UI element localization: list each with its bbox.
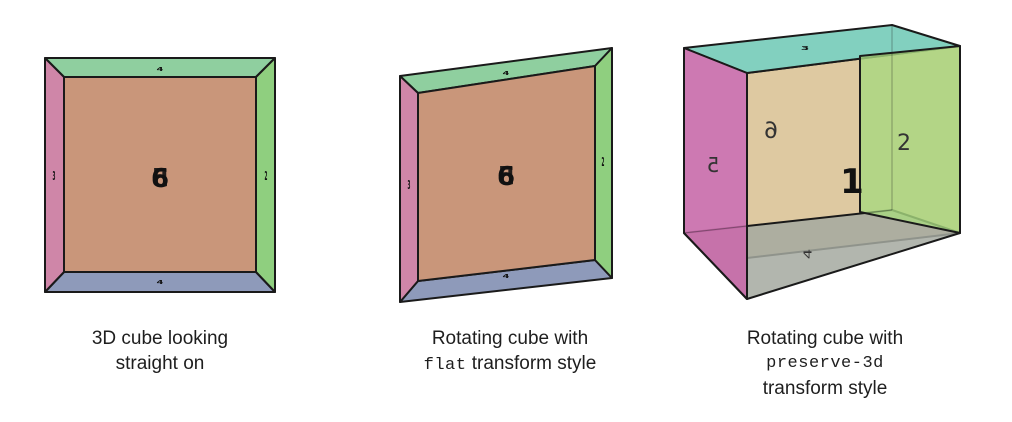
face-label-top: 3 [801, 45, 809, 51]
caption-line: Rotating cube with [746, 328, 904, 349]
cube-front-face [63, 76, 257, 273]
caption-line: Rotating cube with [431, 328, 589, 349]
face-label-front: 6 [151, 164, 169, 194]
code-flat: flat [423, 356, 467, 375]
caption-preserve-3d: Rotating cube with preserve-3d transform… [700, 326, 950, 401]
caption-line: 3D cube looking [91, 328, 229, 349]
cube-left-face [683, 47, 748, 300]
face-label-left: 3 [53, 171, 56, 184]
face-label-back: 5 [151, 164, 169, 194]
cube-straight-on [44, 57, 276, 293]
cube-flat-rotating [399, 47, 613, 303]
cube-front-edge [683, 209, 893, 234]
face-label-right: 2 [897, 131, 911, 156]
face-label-bottom: 4 [503, 274, 511, 280]
face-label-front: 1 [840, 162, 864, 202]
face-label-left: 5 [707, 153, 720, 177]
code-preserve-3d: preserve-3d [766, 354, 884, 373]
face-label-bottom: 4 [802, 249, 815, 259]
caption-flat: Rotating cube with flat transform style [380, 326, 640, 378]
face-label-bottom: 4 [157, 280, 165, 286]
caption-straight-on: 3D cube looking straight on [40, 326, 280, 376]
face-label-left: 3 [408, 180, 411, 193]
face-label-front: 6 [497, 162, 515, 192]
face-label-right: 2 [265, 171, 268, 184]
caption-text: transform style [466, 353, 597, 374]
face-label-top: 4 [157, 67, 165, 73]
face-label-right: 2 [602, 157, 605, 170]
cube-right-face [859, 45, 961, 234]
caption-line: transform style [762, 378, 888, 399]
face-label-back: 6 [764, 119, 778, 144]
face-label-top: 4 [503, 71, 511, 77]
cube-front-face [417, 65, 596, 282]
cube-preserve-3d [683, 24, 961, 300]
caption-line: straight on [115, 353, 205, 374]
face-label-back: 5 [497, 162, 515, 192]
caption-line: flat transform style [380, 351, 640, 378]
